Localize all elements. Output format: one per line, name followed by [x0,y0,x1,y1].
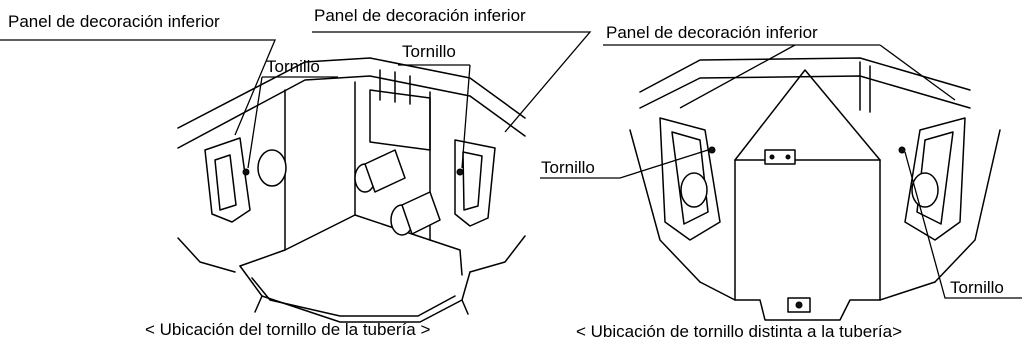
right-leaders [540,44,1022,299]
label-panel-right: Panel de decoración inferior [314,6,526,25]
label-panel-top: Panel de decoración inferior [606,23,818,42]
leader-panel-right [312,31,592,133]
caption-right: < Ubicación de tornillo distinta a la tu… [576,322,902,341]
leader-screw-right [904,151,1022,299]
leader-screw-right [398,64,471,169]
left-leaders [0,31,592,169]
label-screw-left: Tornillo [541,158,595,177]
left-view-drawing [177,57,526,323]
leader-panel-left [0,39,276,136]
label-screw-right: Tornillo [950,278,1004,297]
leader-screw-left [247,76,338,169]
label-screw-right: Tornillo [402,42,456,61]
leader-panel-to-right [879,44,956,101]
label-panel-left: Panel de decoración inferior [8,12,220,31]
label-screw-left: Tornillo [266,57,320,76]
caption-left: < Ubicación del tornillo de la tubería > [145,320,430,339]
leader-panel-to-left [679,44,796,109]
right-view-drawing [629,57,1001,321]
leader-screw-left [540,149,709,179]
